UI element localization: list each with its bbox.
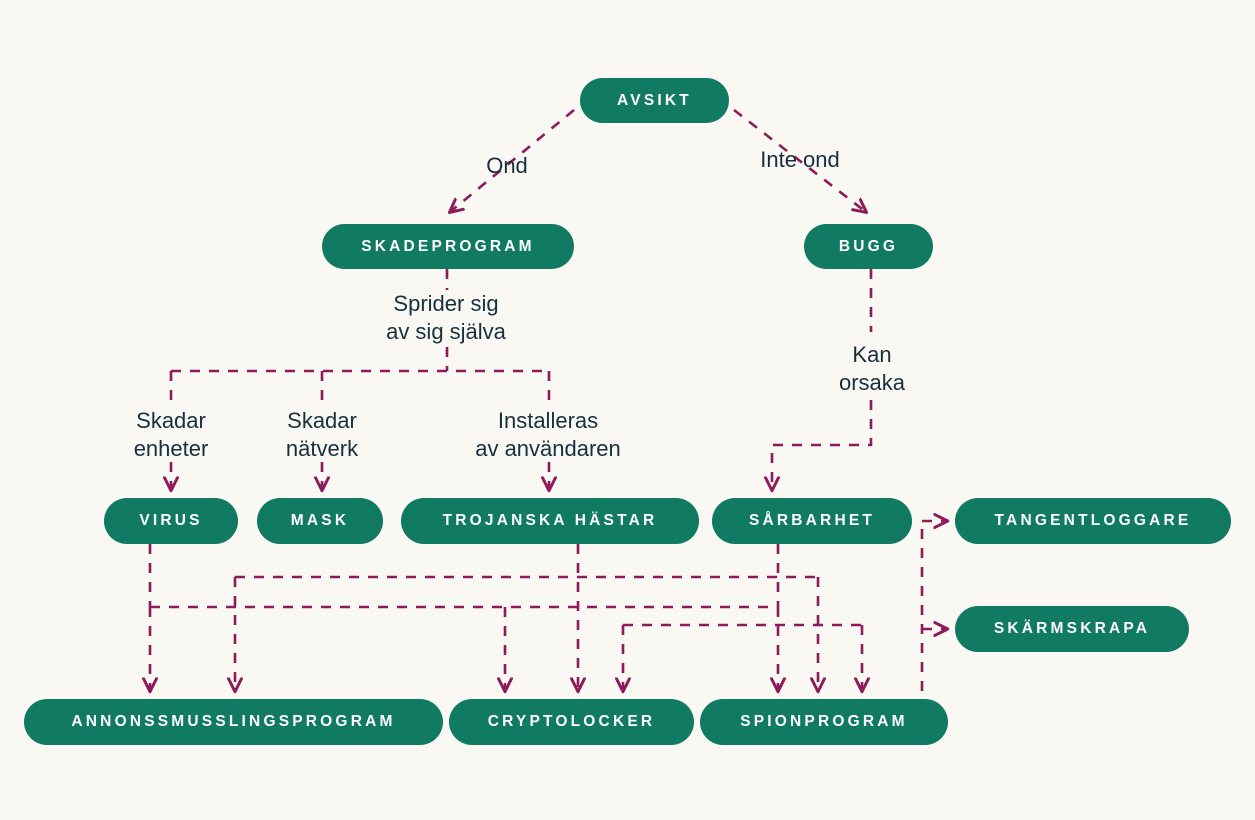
- node-annonssmusslingsprogram[interactable]: ANNONSSMUSSLINGSPROGRAM: [24, 699, 443, 745]
- node-virus[interactable]: VIRUS: [104, 498, 238, 544]
- node-bugg[interactable]: BUGG: [804, 224, 933, 269]
- edge-label-skadar-natverk: Skadar nätverk: [285, 408, 359, 461]
- edge-label-installeras: Installeras av användaren: [475, 408, 621, 461]
- edge-bugg-corner: [772, 400, 873, 490]
- node-label: SKÄRMSKRAPA: [993, 620, 1151, 637]
- edge-label-kan-orsaka: Kan orsaka: [838, 342, 906, 395]
- node-label: CRYPTOLOCKER: [487, 713, 656, 730]
- node-trojanska-hastar[interactable]: TROJANSKA HÄSTAR: [401, 498, 699, 544]
- node-label: BUGG: [838, 237, 899, 255]
- node-label: TROJANSKA HÄSTAR: [442, 512, 658, 529]
- node-label: MASK: [290, 512, 350, 529]
- node-label: SÅRBARHET: [748, 512, 876, 529]
- node-label: TANGENTLOGGARE: [994, 512, 1192, 529]
- node-label: VIRUS: [139, 512, 203, 529]
- node-label: AVSIKT: [617, 91, 692, 109]
- node-label: ANNONSSMUSSLINGSPROGRAM: [71, 713, 396, 730]
- node-spionprogram[interactable]: SPIONPROGRAM: [700, 699, 948, 745]
- node-mask[interactable]: MASK: [257, 498, 383, 544]
- node-tangentloggare[interactable]: TANGENTLOGGARE: [955, 498, 1231, 544]
- node-label: SKADEPROGRAM: [361, 237, 535, 255]
- node-avsikt[interactable]: AVSIKT: [580, 78, 729, 123]
- node-cryptolocker[interactable]: CRYPTOLOCKER: [449, 699, 694, 745]
- edge-label-inte-ond: Inte ond: [760, 147, 840, 172]
- node-label: SPIONPROGRAM: [740, 713, 908, 730]
- node-skarmskrapa[interactable]: SKÄRMSKRAPA: [955, 606, 1189, 652]
- edge-label-ond: Ond: [486, 153, 528, 178]
- node-sarbarhet[interactable]: SÅRBARHET: [712, 498, 912, 544]
- node-skadeprogram[interactable]: SKADEPROGRAM: [322, 224, 574, 269]
- edge-label-skadar-enheter: Skadar enheter: [133, 408, 209, 461]
- edge-label-sprider-sig: Sprider sig av sig själva: [386, 291, 506, 344]
